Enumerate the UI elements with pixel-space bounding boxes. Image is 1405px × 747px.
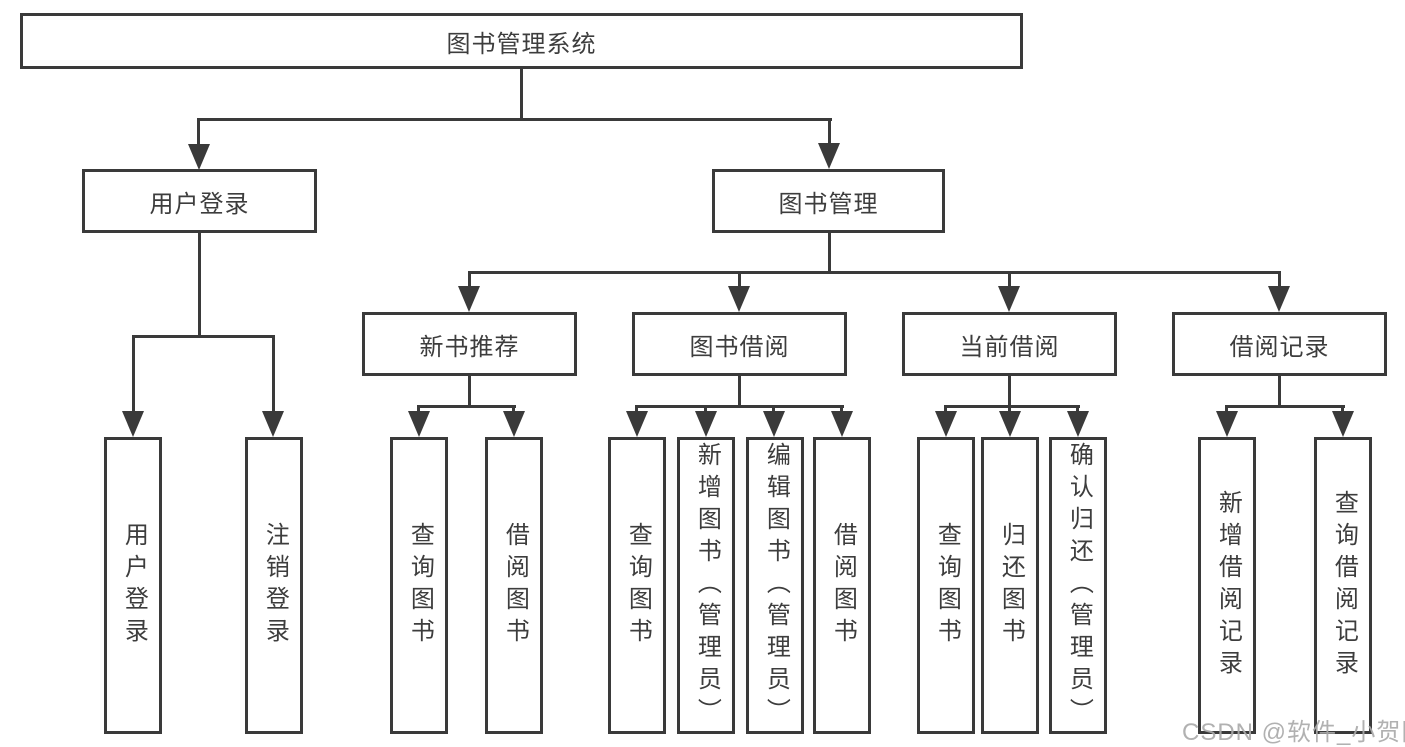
arrowhead-down [763,411,785,437]
connector-line [704,405,707,413]
node-label: 用户登录 [149,190,250,218]
arrowhead-down [188,144,210,170]
leaf-add-borrow-record: 新增借阅记录 [1198,437,1256,734]
connector-line [272,335,275,413]
node-label: 新书推荐 [419,333,520,361]
node-borrow-records: 借阅记录 [1172,312,1387,376]
arrowhead-down [458,286,480,312]
connector-line [772,405,775,413]
connector-line [468,271,1281,274]
leaf-label: 确认归还（管理员） [1065,441,1093,730]
connector-line [635,405,844,408]
connector-line [198,233,201,335]
connector-line [512,405,515,413]
arrowhead-down [999,411,1021,437]
connector-line [840,405,843,413]
leaf-query-books-current: 查询图书 [917,437,975,734]
leaf-borrow-books-borrowing: 借阅图书 [813,437,871,734]
node-book-borrowing: 图书借阅 [632,312,847,376]
arrowhead-down [935,411,957,437]
leaf-label: 查询图书 [406,521,434,650]
node-library-system: 图书管理系统 [20,13,1023,69]
arrowhead-down [262,411,284,437]
connector-line [1008,376,1011,408]
leaf-return-books: 归还图书 [981,437,1039,734]
leaf-label: 新增借阅记录 [1214,489,1242,682]
connector-line [738,376,741,408]
connector-line [1278,376,1281,408]
connector-line [1278,271,1281,289]
arrowhead-down [1268,286,1290,312]
leaf-label: 注销登录 [261,521,289,650]
connector-line [520,69,523,118]
connector-line [828,118,831,145]
connector-line [468,271,471,289]
connector-line [635,405,638,413]
leaf-label: 借阅图书 [501,521,529,650]
node-user-login: 用户登录 [82,169,317,233]
leaf-user-login: 用户登录 [104,437,162,734]
connector-line [132,335,135,413]
arrowhead-down [831,411,853,437]
watermark: CSDN @软件_小贺同学 [1182,719,1405,746]
connector-line [828,233,831,273]
connector-line [132,335,275,338]
connector-line [944,405,1080,408]
node-label: 借阅记录 [1229,333,1330,361]
node-new-book-recommend: 新书推荐 [362,312,577,376]
leaf-edit-books-admin: 编辑图书（管理员） [746,437,804,734]
leaf-label: 借阅图书 [829,521,857,650]
leaf-query-books-recommend: 查询图书 [390,437,448,734]
connector-line [417,405,516,408]
leaf-logout-login: 注销登录 [245,437,303,734]
node-label: 当前借阅 [959,333,1060,361]
connector-line [738,271,741,289]
arrowhead-down [998,286,1020,312]
node-label: 图书管理 [778,190,879,218]
leaf-label: 归还图书 [997,521,1025,650]
node-current-borrowing: 当前借阅 [902,312,1117,376]
leaf-query-borrow-record: 查询借阅记录 [1314,437,1372,734]
connector-line [468,376,471,408]
leaf-label: 查询图书 [624,521,652,650]
arrowhead-down [728,286,750,312]
connector-line [944,405,947,413]
connector-line [417,405,420,413]
connector-line [1341,405,1344,413]
connector-line [1225,405,1228,413]
node-label: 图书管理系统 [446,30,597,58]
leaf-label: 用户登录 [120,521,148,650]
leaf-query-books-borrowing: 查询图书 [608,437,666,734]
leaf-label: 编辑图书（管理员） [762,441,790,730]
leaf-label: 新增图书（管理员） [693,441,721,730]
connector-line [1225,405,1345,408]
node-label: 图书借阅 [689,333,790,361]
arrowhead-down [626,411,648,437]
leaf-label: 查询图书 [933,521,961,650]
leaf-borrow-books-recommend: 借阅图书 [485,437,543,734]
node-book-management: 图书管理 [712,169,945,233]
arrowhead-down [1332,411,1354,437]
arrowhead-down [408,411,430,437]
arrowhead-down [1067,411,1089,437]
connector-line [1008,405,1011,413]
connector-line [197,118,200,146]
arrowhead-down [122,411,144,437]
leaf-add-books-admin: 新增图书（管理员） [677,437,735,734]
connector-line [1076,405,1079,413]
arrowhead-down [503,411,525,437]
arrowhead-down [1216,411,1238,437]
arrowhead-down [695,411,717,437]
arrowhead-down [818,143,840,169]
leaf-label: 查询借阅记录 [1330,489,1358,682]
connector-line [197,118,832,121]
leaf-confirm-return-admin: 确认归还（管理员） [1049,437,1107,734]
connector-line [1008,271,1011,289]
